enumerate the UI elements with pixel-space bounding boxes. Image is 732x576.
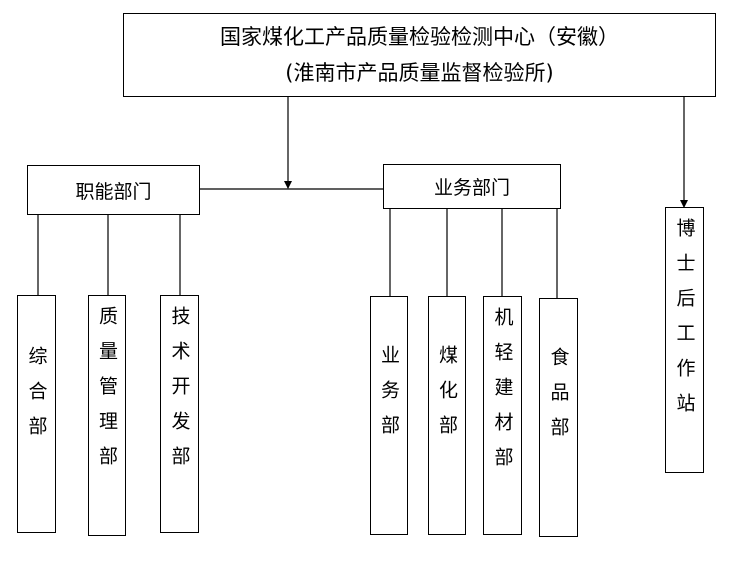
business-unit-label: 食品部 [547,347,570,452]
postdoc-station-label: 博士后工作站 [673,218,696,428]
functional-dept-label: 职能部门 [75,180,152,203]
functional-unit-label: 综合部 [25,346,48,451]
center-box: 国家煤化工产品质量检验检测中心（安徽） (淮南市产品质量监督检验所) [123,13,716,97]
business-unit-coal-chem: 煤化部 [428,296,466,535]
business-dept-box: 业务部门 [383,164,561,209]
business-unit-label: 煤化部 [436,345,458,450]
business-unit-label: 业务部 [378,345,400,450]
center-title: 国家煤化工产品质量检验检测中心（安徽） [220,25,619,49]
functional-unit-label: 质量管理部 [96,306,118,481]
business-unit-food: 食品部 [539,298,578,537]
business-unit-label: 机轻建材部 [491,307,514,482]
business-dept-label: 业务部门 [433,177,510,199]
functional-dept-box: 职能部门 [27,165,200,215]
functional-unit-tech-dev: 技术开发部 [160,295,199,533]
functional-unit-comprehensive: 综合部 [17,295,56,533]
center-subtitle: (淮南市产品质量监督检验所) [285,61,554,85]
business-unit-business: 业务部 [370,296,408,535]
functional-unit-label: 技术开发部 [168,306,191,481]
business-unit-light-building: 机轻建材部 [483,296,522,535]
functional-unit-quality-mgmt: 质量管理部 [88,295,126,536]
postdoc-station-box: 博士后工作站 [665,207,704,473]
